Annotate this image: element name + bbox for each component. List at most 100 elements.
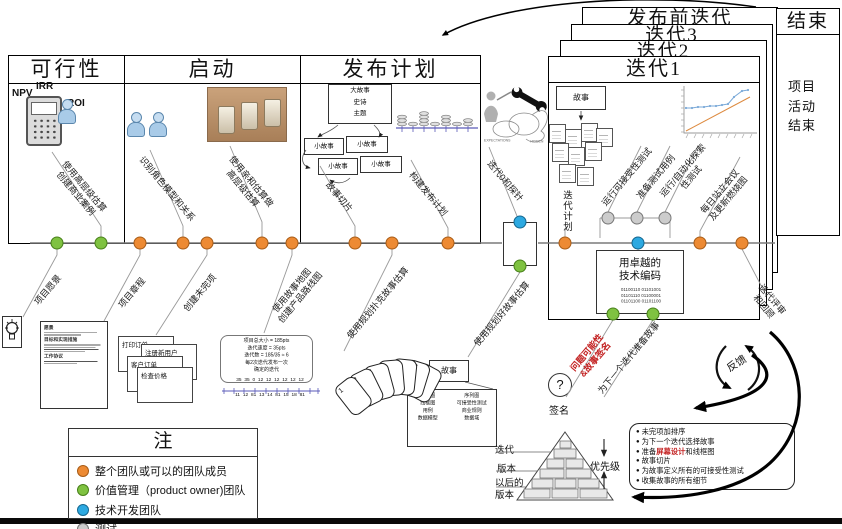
activity-label-poker-estimate: 使用规划扑克故事估算 (345, 265, 411, 341)
timeline-dot-orange (200, 236, 214, 250)
iteration0-dot-green (513, 259, 527, 273)
legend-label: 测试 (95, 524, 117, 529)
timeline-dot-orange (348, 236, 362, 250)
activity-label-iteration-plan: 迭代计划 (561, 190, 572, 232)
pyramid-label-iteration: 迭代 (495, 445, 515, 456)
charter-document: 愿景 目标和实现措施 工作协议 (40, 321, 108, 409)
test-dot-gray (658, 211, 672, 225)
iteration-story-box: 故事 (556, 86, 606, 110)
phase-column-inception: 启动 (124, 55, 301, 244)
release-plan-stats-box: 项目总大小 = 185pts 迭代速度 = 35pts 迭代数 = 185/35… (220, 335, 313, 383)
checklist-item: 为故事定义所有的可接受性测试 (636, 466, 788, 476)
irr-label: IRR (36, 81, 54, 92)
phase-title-feasibility: 可行性 (9, 56, 124, 84)
activity-label-story-map: 使用故事地图创建产品路线图 (270, 266, 324, 325)
activity-label-prepare-next-iteration: 为下一个迭代准备故事 (596, 320, 662, 396)
sign-label: 签名 (549, 406, 569, 417)
legend-dot-green (77, 484, 89, 496)
worker-icon (484, 91, 512, 122)
legend-dot-orange (77, 464, 89, 477)
small-story-box: 小故事 (304, 138, 344, 155)
wrench-icon (511, 86, 547, 113)
coding-box: 用卓越的技术编码 01100110 01101001 01101110 0110… (596, 250, 684, 314)
task-card (568, 147, 585, 166)
iteration-numberline-bottom: 11 12 81 13 14 81 15 18 81 (235, 392, 305, 398)
activity-label-create-backlog: 创建未完项 (181, 272, 219, 314)
timeline-dot-orange (385, 236, 399, 250)
end-note: 项目活动结束 (788, 79, 817, 133)
legend-label: 技术开发团队 (95, 504, 161, 517)
question-mark-circle: ? (548, 373, 572, 397)
timeline-dot-green (50, 236, 64, 250)
charter-heading: 目标和实现措施 (44, 337, 78, 343)
role-person-icon (127, 112, 145, 138)
test-dot-gray (601, 211, 615, 225)
stakeholder-person-icon (58, 99, 76, 125)
timeline-dot-orange (255, 236, 269, 250)
checklist-item: 未完项加排序 (636, 427, 788, 437)
activity-label-project-vision: 项目愿景 (32, 272, 64, 307)
legend-dot-gray (77, 523, 89, 529)
priority-label: 优先级 (590, 462, 620, 473)
sketch-caption-expectations: EXPECTATIONS (484, 139, 511, 143)
hand-doodle-sketch (492, 110, 548, 143)
timeline-dot-orange (285, 236, 299, 250)
test-dot-gray (630, 211, 644, 225)
roi-label: ROI (67, 98, 85, 109)
small-story-box: 小故事 (346, 136, 388, 153)
phase-title-end: 结束 (777, 9, 839, 35)
coding-title: 用卓越的技术编码 (619, 257, 661, 283)
task-card (559, 164, 576, 183)
role-person-icon (149, 112, 167, 138)
epic-line: 主题 (353, 110, 367, 118)
checklist-item: 故事切片 (636, 456, 788, 466)
checklist-item: 收集故事的所有细节 (636, 476, 788, 486)
card-title-iteration1: 迭代1 (549, 57, 759, 83)
activity-label-project-charter: 项目章程 (116, 275, 148, 310)
lightbulb-icon (2, 316, 22, 348)
activity-label-planned-estimate: 使用规划好故事估算 (471, 279, 532, 349)
task-card (549, 124, 566, 143)
iteration0-box (503, 222, 537, 266)
phase-column-feasibility: 可行性 (8, 55, 125, 244)
timeline-dot-green (94, 236, 108, 250)
timeline-dot-orange (558, 236, 572, 250)
epic-line: 大故事 (350, 87, 370, 94)
story-card: 检查价格 (137, 367, 193, 403)
small-story-box: 小故事 (360, 156, 402, 173)
timeline-dot-orange (693, 236, 707, 250)
npv-label: NPV (12, 88, 33, 99)
legend: 注 整个团队或可以的团队成员 价值管理（product owner)团队 技术开… (68, 428, 258, 529)
pyramid-label-release: 版本 (497, 464, 517, 475)
timeline-dot-blue (631, 236, 645, 250)
epic-line: 史诗 (353, 98, 367, 106)
task-card (585, 142, 602, 161)
activity-label-issues-signoff: 问题可能性&故事签名 (568, 331, 613, 379)
task-card (552, 143, 569, 162)
coffee-cups-photo (207, 87, 287, 142)
codebox-dot-green (606, 307, 620, 321)
legend-title: 注 (69, 429, 257, 457)
legend-dot-blue (77, 503, 89, 516)
phase-title-release-planning: 发布计划 (301, 56, 480, 84)
calculator-icon (26, 96, 62, 146)
timeline-dot-orange (176, 236, 190, 250)
charter-heading: 愿景 (44, 325, 54, 331)
task-card (577, 167, 594, 186)
charter-heading: 工作协议 (44, 353, 64, 360)
codebox-dot-green (646, 307, 660, 321)
epic-box: 大故事 史诗 主题 (328, 84, 392, 124)
checklist-item: 准备屏幕设计和线框图 (636, 447, 788, 457)
bottom-border-bar (0, 518, 842, 524)
feedback-label: 反馈 (724, 353, 749, 375)
small-story-box: 小故事 (318, 158, 358, 175)
story-detail-right-column: 序列图可接受性测试 商业规则数据域 (456, 393, 487, 421)
legend-label: 整个团队或可以的团队成员 (95, 465, 227, 478)
checklist-item: 为下一个迭代选择故事 (636, 437, 788, 447)
timeline-dot-orange (735, 236, 749, 250)
phase-column-end: 结束 项目活动结束 (776, 8, 840, 236)
timeline-dot-orange (133, 236, 147, 250)
legend-label: 价值管理（product owner)团队 (95, 485, 246, 497)
activity-label-iteration0-spikes: 迭代0和探针 (485, 158, 526, 204)
